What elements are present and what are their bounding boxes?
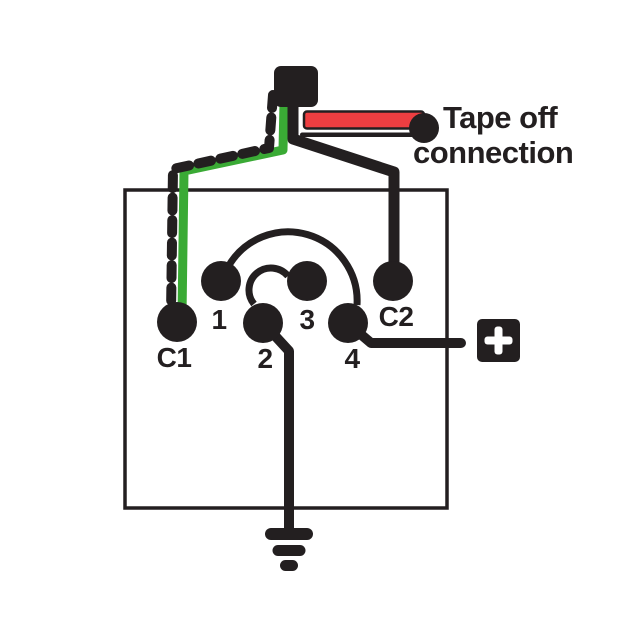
- ground-bar-medium: [272, 545, 306, 556]
- terminal-label-3: 3: [299, 304, 315, 335]
- ground-bar-large: [265, 528, 313, 540]
- terminal-dot-4: [328, 303, 368, 343]
- terminal-dot-3: [287, 261, 327, 301]
- terminal-dot-2: [243, 303, 283, 343]
- ground-bar-small: [280, 560, 298, 571]
- tape-off-dot-icon: [409, 113, 439, 143]
- tape-off-label-line1: Tape off: [443, 100, 558, 135]
- terminal-label-4: 4: [344, 343, 360, 374]
- terminal-label-c2: C2: [378, 301, 414, 332]
- tape-off-thin-wire: [300, 132, 424, 137]
- black-wire-to-c2: [287, 98, 400, 284]
- terminal-dot-c1: [157, 302, 197, 342]
- tape-off-label: Tape off connection: [413, 100, 574, 170]
- ground-symbol-icon: [265, 528, 313, 571]
- terminal-label-c1: C1: [156, 342, 192, 373]
- connector-block-icon: [274, 66, 318, 107]
- red-wire: [302, 110, 426, 130]
- terminal-label-1: 1: [211, 304, 227, 335]
- plus-vertical-bar: [494, 326, 503, 355]
- bridge-wire-1-to-4: [224, 228, 361, 306]
- bridge-wire-2-to-3: [245, 264, 291, 307]
- terminal-dot-c2: [373, 261, 413, 301]
- terminal-dot-1: [201, 261, 241, 301]
- tape-off-label-line2: connection: [413, 135, 574, 170]
- terminal-label-2: 2: [257, 343, 273, 374]
- positive-terminal-icon: [477, 319, 520, 362]
- dashed-wire: [166, 90, 278, 319]
